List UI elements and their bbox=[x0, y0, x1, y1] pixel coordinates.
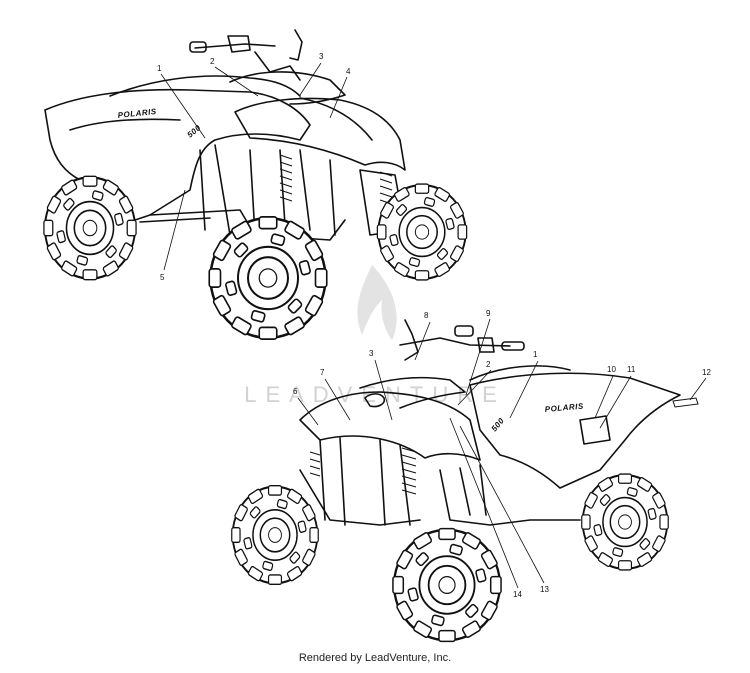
callouts-lower: 3 6 7 8 9 2 1 10 11 12 14 13 bbox=[293, 309, 711, 599]
callout-2-upper: 2 bbox=[210, 57, 215, 66]
atv-lower-illustration: POLARIS 500 bbox=[230, 319, 699, 643]
callout-3-lower: 3 bbox=[369, 349, 374, 358]
callout-12-lower: 12 bbox=[702, 368, 711, 377]
callout-6-lower: 6 bbox=[293, 387, 298, 396]
callout-1-upper: 1 bbox=[157, 64, 162, 73]
callout-11-lower: 11 bbox=[627, 365, 636, 374]
polaris-decal-upper: POLARIS bbox=[117, 107, 157, 120]
callout-7-lower: 7 bbox=[320, 368, 325, 377]
callout-13-lower: 13 bbox=[540, 585, 549, 594]
callout-3-upper: 3 bbox=[319, 52, 324, 61]
model-decal-lower: 500 bbox=[490, 416, 506, 433]
callout-2-lower: 2 bbox=[486, 360, 491, 369]
footer-credit: Rendered by LeadVenture, Inc. bbox=[298, 652, 452, 664]
callout-10-lower: 10 bbox=[607, 365, 616, 374]
callout-5-upper: 5 bbox=[160, 273, 165, 282]
polaris-decal-lower: POLARIS bbox=[544, 402, 584, 414]
callout-14-lower: 14 bbox=[513, 590, 522, 599]
watermark: LEADVENTURE bbox=[244, 265, 497, 407]
atv-upper-illustration: POLARIS 500 bbox=[42, 29, 468, 341]
callout-1-lower: 1 bbox=[533, 350, 538, 359]
callout-4-upper: 4 bbox=[346, 67, 351, 76]
callouts-upper: 1 2 3 4 5 bbox=[157, 52, 351, 282]
callout-9-lower: 9 bbox=[486, 309, 491, 318]
callout-8-lower: 8 bbox=[424, 311, 429, 320]
